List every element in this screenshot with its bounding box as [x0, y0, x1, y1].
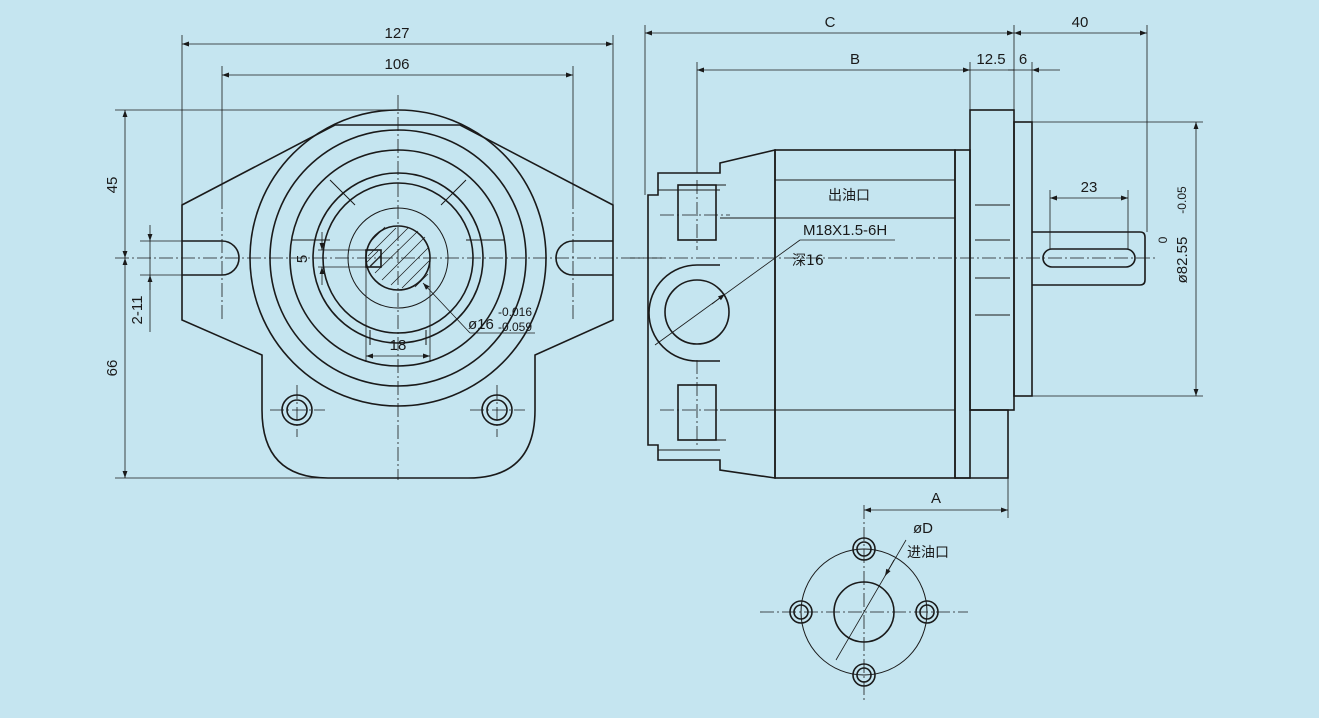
- inlet-view: A øD 进油口: [760, 478, 1009, 700]
- dim-pilot-tol-lower: -0.05: [1175, 186, 1189, 214]
- dim-127-text: 127: [384, 25, 409, 42]
- dim-66-text: 66: [104, 360, 121, 377]
- dim-c: C: [644, 14, 1015, 195]
- dim-5: 5: [294, 232, 366, 285]
- dim-shaft-dia: ø16 -0.016 -0.059: [422, 282, 535, 334]
- pilot-spigot: [1013, 121, 1033, 397]
- outlet-boss: [648, 264, 720, 362]
- dim-12-5-text: 12.5: [976, 51, 1005, 68]
- front-cover: [954, 149, 1009, 479]
- inlet-bolt-holes: [789, 537, 939, 687]
- inlet-centerlines: [760, 505, 968, 700]
- outlet-thread: M18X1.5-6H: [803, 222, 887, 239]
- shaft-section: [365, 225, 431, 291]
- pilot-outer-circle: [312, 172, 484, 344]
- dim-106-text: 106: [384, 56, 409, 73]
- body-middle-circle: [269, 129, 527, 387]
- right-mounting-slot: [555, 240, 613, 276]
- dim-23: 23: [1049, 179, 1129, 249]
- dim-pilot-dia-text: ø82.55: [1174, 237, 1191, 284]
- dim-c-text: C: [825, 14, 836, 31]
- dim-40-text: 40: [1072, 14, 1089, 31]
- body-inner-circle: [289, 149, 507, 367]
- rear-cover: [647, 148, 776, 479]
- pilot-inner-circle: [322, 182, 474, 334]
- dim-2-11-text: 2-11: [129, 296, 146, 325]
- drive-shaft: [1032, 231, 1146, 286]
- dim-18-text: 18: [390, 337, 407, 354]
- dim-shaft-dia-text: ø16: [468, 316, 494, 333]
- inlet-port: [833, 581, 895, 643]
- dim-66: 66: [104, 258, 330, 479]
- outlet-port: [664, 279, 730, 345]
- rear-cover-details: [658, 184, 775, 451]
- dim-a-text: A: [931, 490, 941, 507]
- dim-shaft-tol-upper: -0.016: [498, 305, 532, 319]
- outlet-leader: 出油口 M18X1.5-6H 深16: [654, 188, 895, 346]
- dim-106: 106: [221, 56, 574, 195]
- dim-18: 18: [365, 262, 431, 362]
- dim-6-text: 6: [1019, 51, 1027, 68]
- lower-bolt-holes: [281, 394, 513, 426]
- body-outer-circle: [249, 109, 547, 407]
- inlet-label: 进油口: [907, 545, 949, 561]
- dim-12-5: 12.5: [970, 51, 1014, 71]
- dim-shaft-tol-lower: -0.059: [498, 320, 532, 334]
- dim-b-text: B: [850, 51, 860, 68]
- dim-23-text: 23: [1081, 179, 1098, 196]
- left-mounting-slot: [182, 240, 240, 276]
- dim-d: øD 进油口: [835, 520, 949, 661]
- dim-127: 127: [181, 25, 614, 205]
- dim-2-11: 2-11: [129, 225, 182, 332]
- dim-5-text: 5: [294, 255, 311, 263]
- dim-6: 6: [1014, 51, 1060, 122]
- mounting-flange-side: [969, 109, 1015, 411]
- dim-40: 40: [1014, 14, 1148, 232]
- dim-pilot-dia: ø82.55 0 -0.05: [1032, 121, 1203, 397]
- shaft-key: [365, 249, 382, 268]
- hub-circle: [347, 207, 449, 309]
- dim-pilot-tol-upper: 0: [1156, 236, 1170, 243]
- dim-b: B: [696, 51, 971, 173]
- dim-45-text: 45: [104, 177, 121, 194]
- outlet-depth: 深16: [792, 253, 824, 269]
- side-view: 出油口 M18X1.5-6H 深16 C 40 B 12.5: [630, 14, 1203, 479]
- dim-45: 45: [104, 109, 395, 258]
- mounting-flange-outline: [181, 124, 614, 479]
- dim-d-text: øD: [913, 520, 933, 537]
- outlet-label: 出油口: [828, 188, 870, 204]
- front-view: 127 106 45 66 2-11: [104, 25, 665, 480]
- side-centerlines: [630, 180, 1155, 445]
- dim-a: A: [864, 478, 1009, 518]
- inlet-bolt-circle: [800, 548, 928, 676]
- web-ribs: [292, 179, 504, 345]
- front-centerlines: [115, 95, 665, 480]
